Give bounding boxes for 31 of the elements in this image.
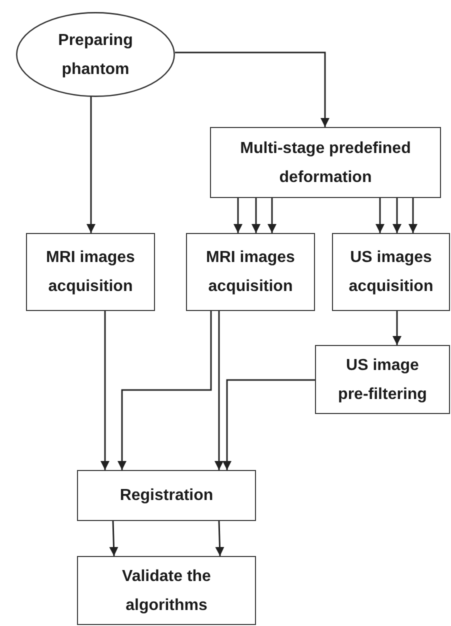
- process-box: [332, 233, 450, 311]
- arrow: [408, 198, 418, 233]
- arrow: [268, 198, 276, 233]
- arrow: [175, 52, 330, 127]
- process-box: [77, 556, 256, 625]
- arrow: [392, 311, 402, 345]
- node-label: MRI images acquisition: [205, 248, 296, 297]
- arrow: [222, 379, 315, 470]
- process-box: [77, 470, 256, 521]
- arrow: [86, 96, 96, 233]
- process-box: [186, 233, 315, 311]
- arrow: [252, 198, 260, 233]
- node-label: US images acquisition: [348, 248, 434, 297]
- node-label: MRI images acquisition: [45, 248, 136, 297]
- node-label: Preparing phantom: [57, 30, 134, 80]
- process-box: [210, 127, 441, 198]
- ellipse-node: [16, 12, 175, 97]
- arrow: [215, 520, 224, 556]
- arrow: [234, 198, 242, 233]
- arrow: [109, 520, 118, 556]
- process-box: [26, 233, 155, 311]
- arrow: [100, 311, 110, 470]
- arrow: [118, 311, 212, 470]
- arrow: [376, 198, 384, 233]
- node-label: Registration: [118, 486, 214, 506]
- node-label: Validate the algorithms: [121, 566, 212, 616]
- node-label: US image pre-filtering: [337, 356, 428, 404]
- arrow: [392, 198, 402, 233]
- arrow: [214, 311, 224, 470]
- process-box: [315, 345, 450, 414]
- node-label: Multi-stage predefined deformation: [239, 138, 412, 188]
